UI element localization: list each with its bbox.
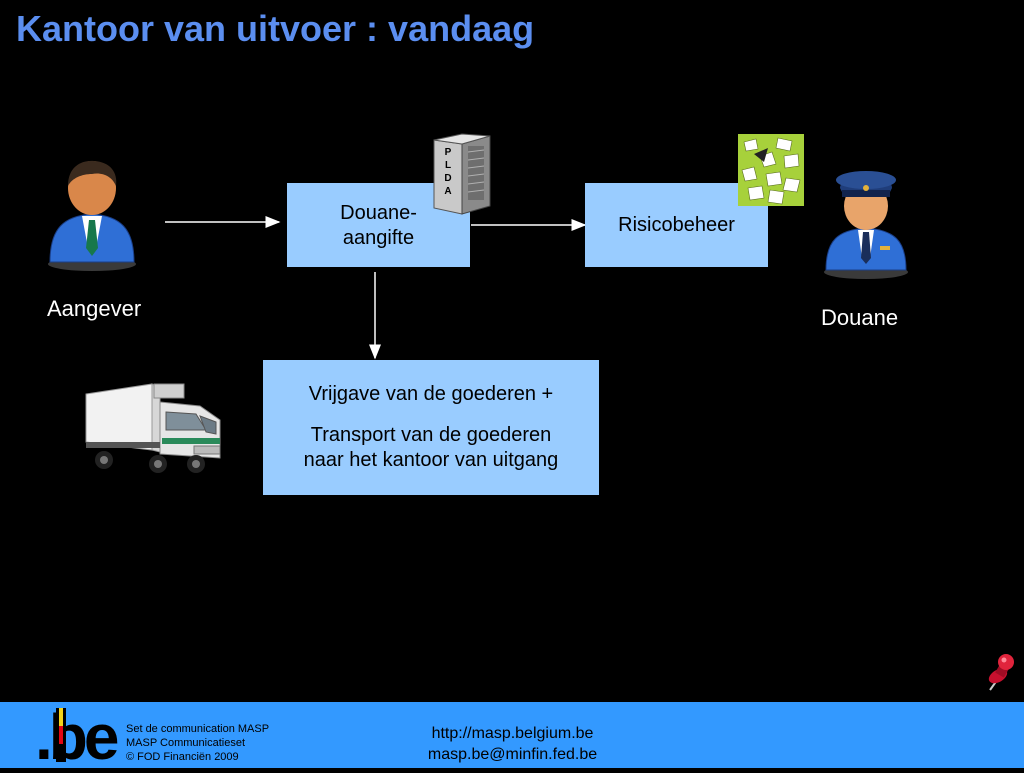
vrijgave-line2: Transport van de goederen <box>310 424 552 446</box>
be-logo: .be <box>35 701 119 773</box>
pushpin-icon <box>988 654 1014 691</box>
belgian-flag-icon <box>56 708 66 762</box>
footer-bar: .be Set de communication MASP MASP Commu… <box>0 701 1024 773</box>
customs-officer-icon <box>824 171 908 279</box>
server-letter-l: L <box>445 160 451 171</box>
declarant-label: Aangever <box>47 296 142 321</box>
footer-credits: Set de communication MASP MASP Communica… <box>126 722 269 764</box>
douane-aangifte-box: Douane- aangifte <box>287 183 470 267</box>
footer-line-3: © FOD Financiën 2009 <box>126 751 239 763</box>
risico-label: Risicobeheer <box>618 214 735 236</box>
risicobeheer-box: Risicobeheer <box>585 183 768 267</box>
vrijgave-box: Vrijgave van de goederen + Transport van… <box>263 360 599 495</box>
footer-line-2: MASP Communicatieset <box>126 737 246 749</box>
footer-url-link[interactable]: http://masp.belgium.be <box>431 725 594 742</box>
footer-contact: http://masp.belgium.be masp.be@minfin.fe… <box>380 723 645 765</box>
slide-title: Kantoor van uitvoer : vandaag <box>16 8 535 49</box>
aangifte-line2: aangifte <box>342 227 415 249</box>
customs-label: Douane <box>821 305 899 330</box>
truck-icon <box>85 383 221 473</box>
server-letter-d: D <box>444 173 451 184</box>
footer-line-1: Set de communication MASP <box>126 723 270 735</box>
server-letter-p: P <box>445 147 452 158</box>
server-letter-a: A <box>444 186 451 197</box>
server-icon: P L D A <box>433 133 491 215</box>
vrijgave-line1: Vrijgave van de goederen + <box>308 383 554 405</box>
aangifte-line1: Douane- <box>340 202 417 224</box>
footer-email-link[interactable]: masp.be@minfin.fed.be <box>427 746 598 763</box>
vrijgave-line3: naar het kantoor van uitgang <box>303 449 559 471</box>
documents-pile-icon <box>738 134 804 206</box>
declarant-person-icon <box>48 160 136 271</box>
